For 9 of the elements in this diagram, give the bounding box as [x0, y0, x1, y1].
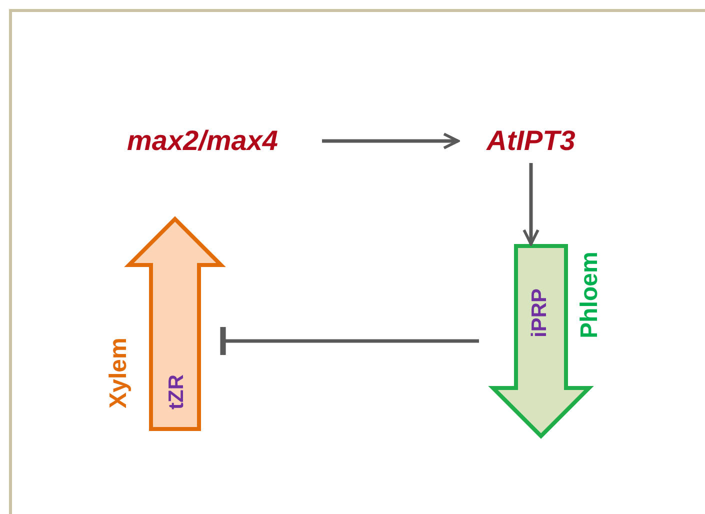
tissue-label: Phloem [576, 252, 604, 338]
tissue-label: Xylem [105, 338, 133, 408]
arrow [322, 132, 460, 150]
compound-label: tZR [165, 374, 189, 410]
gene-label: AtIPT3 [470, 122, 592, 160]
arrow [522, 163, 540, 246]
compound-label: iPRP [528, 288, 552, 338]
inhibition-line [220, 327, 479, 355]
gene-label: max2/max4 [95, 122, 310, 160]
